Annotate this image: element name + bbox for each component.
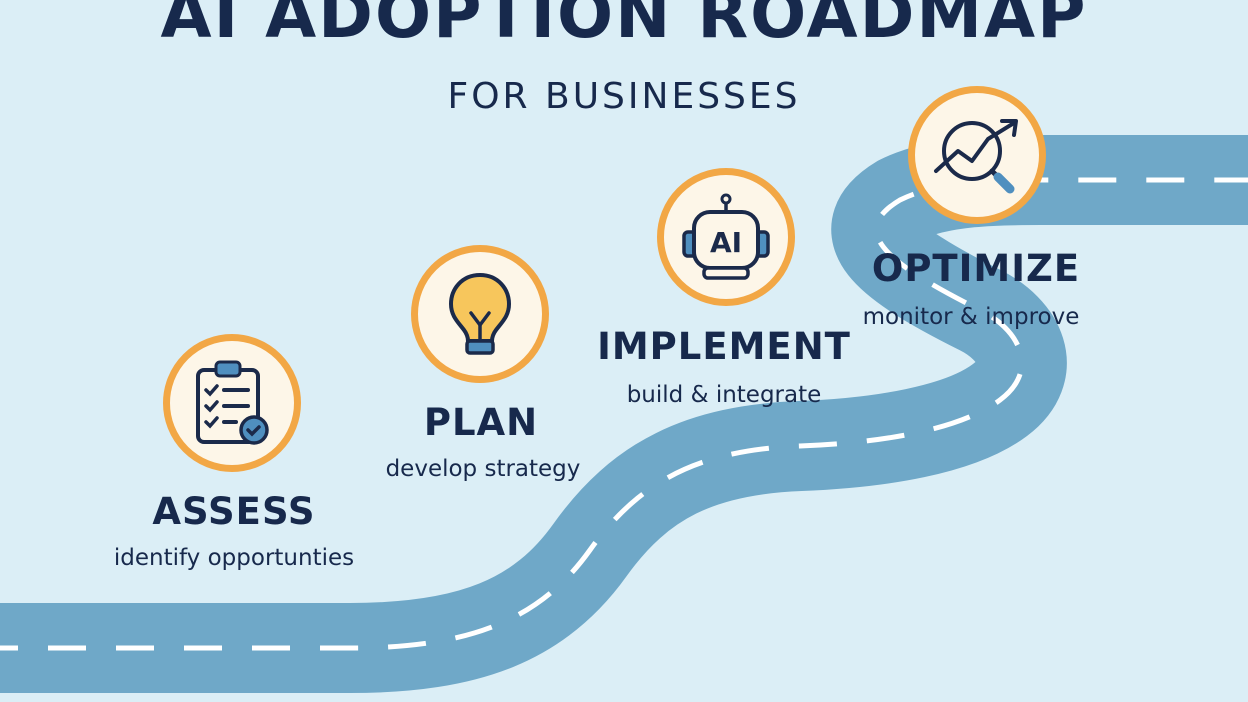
plan-badge [411,245,549,383]
page-title: AI ADOPTION ROADMAP [160,0,1088,53]
step-name-optimize: OPTIMIZE [871,247,1081,290]
clipboard-checklist-icon [196,360,269,445]
road-center-line [0,177,1248,651]
step-desc-assess: identify opportunties [113,545,355,571]
step-desc-optimize: monitor & improve [862,304,1080,330]
implement-badge: AI [657,168,795,306]
optimize-badge [908,86,1046,224]
trend-magnifier-icon [934,119,1018,194]
ai-robot-icon: AI [682,193,770,280]
step-desc-implement: build & integrate [626,382,822,408]
lightbulb-icon [448,272,512,355]
step-name-plan: PLAN [423,401,539,444]
step-desc-plan: develop strategy [385,456,581,482]
step-name-assess: ASSESS [152,490,316,533]
page-subtitle: FOR BUSINESSES [447,76,801,117]
robot-label: AI [710,226,742,259]
step-name-implement: IMPLEMENT [597,325,851,368]
assess-badge [163,334,301,472]
